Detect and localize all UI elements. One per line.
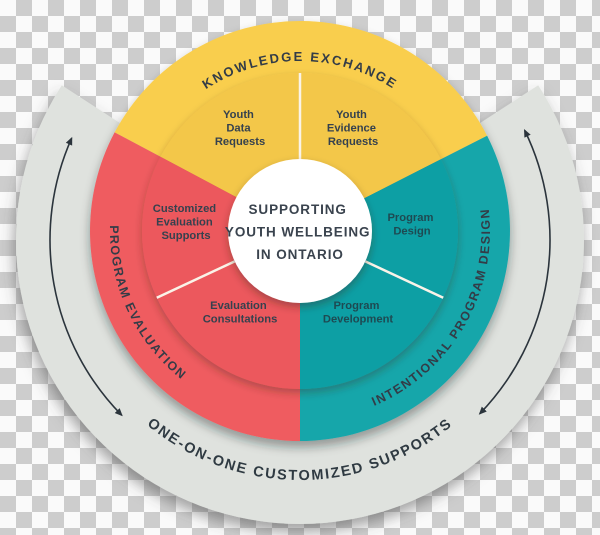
diagram-title: SUPPORTING YOUTH WELLBEING IN ONTARIO — [225, 202, 375, 262]
divider-lower-left — [156, 260, 236, 299]
cycle-arrow-right-icon — [478, 129, 551, 415]
segment-program-design: Program Design — [387, 212, 436, 238]
cycle-arrow-left-icon — [49, 136, 123, 417]
segment-youth-evidence-requests: Youth Evidence Requests — [327, 109, 379, 148]
segment-youth-data-requests: Youth Data Requests — [215, 109, 265, 148]
segment-evaluation-consultations: Evaluation Consultations — [203, 300, 278, 326]
divider-lower-right — [364, 260, 444, 299]
segment-customized-evaluation-supports: Customized Evaluation Supports — [153, 203, 220, 242]
segment-program-development: Program Development — [323, 300, 394, 326]
center-circle — [228, 159, 372, 303]
